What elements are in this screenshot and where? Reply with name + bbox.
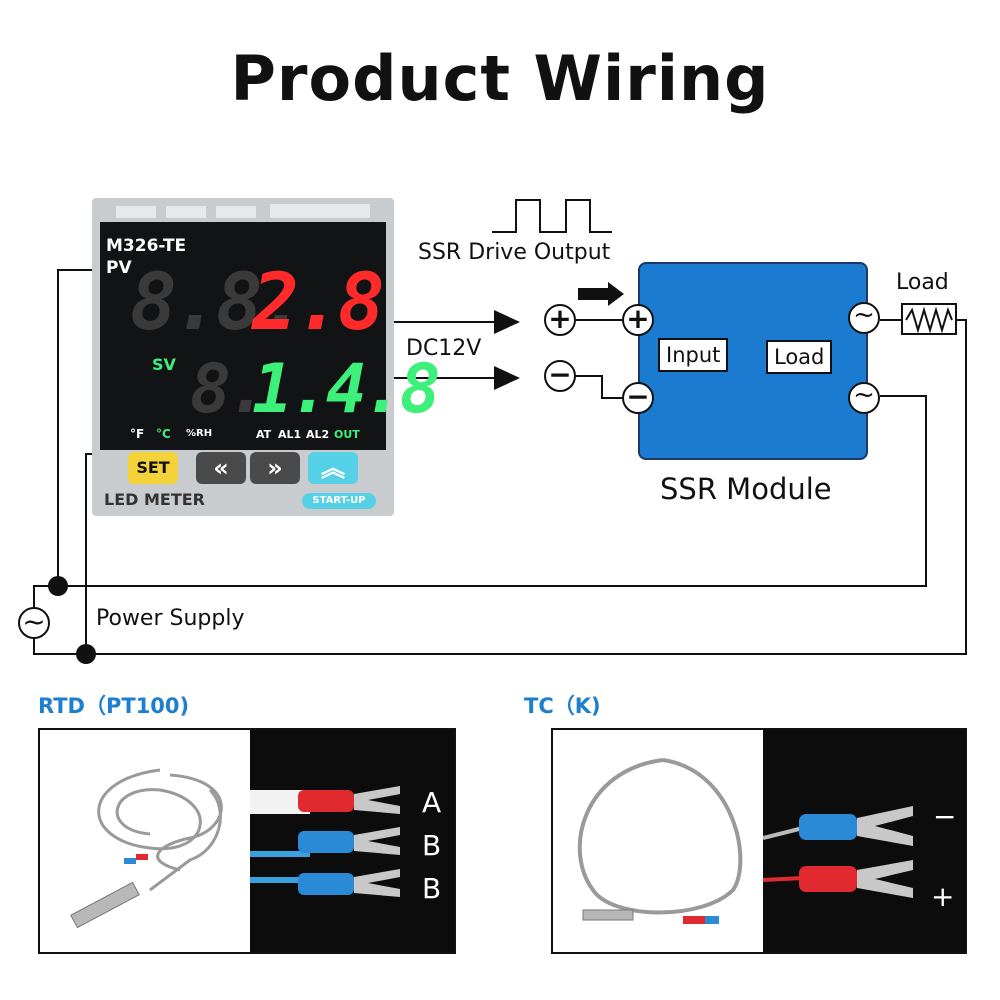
page-title: Product Wiring xyxy=(230,42,770,115)
shift-right-button[interactable]: » xyxy=(250,452,300,484)
rtd-title: RTD（PT100) xyxy=(38,694,190,718)
junction-dot xyxy=(76,644,96,664)
pulse-waveform xyxy=(492,199,612,233)
set-button[interactable]: SET xyxy=(128,452,178,484)
ssr-input-plus-terminal xyxy=(622,304,654,336)
unit-fahrenheit: °F xyxy=(130,427,145,441)
arrow-minus xyxy=(494,366,520,390)
ssr-load-ac-terminal-bottom xyxy=(848,382,880,414)
terminal-red xyxy=(799,866,857,892)
pv-label: PV xyxy=(106,258,132,278)
indicator-al1: AL1 xyxy=(278,428,302,441)
sv-dim-digits: 8. xyxy=(190,350,268,429)
rtd-probe-image xyxy=(70,768,223,929)
ssr-module-title: SSR Module xyxy=(660,472,832,506)
plus-terminal xyxy=(544,304,576,336)
terminal-blue xyxy=(298,873,354,895)
pv-value: 2.8 xyxy=(252,258,385,348)
plus-symbol: + xyxy=(548,302,572,335)
indicator-out: OUT xyxy=(334,428,360,441)
startup-label: START-UP xyxy=(302,493,376,509)
ssr-load-label: Load xyxy=(766,340,833,374)
rtd-pin-b1: B xyxy=(422,829,442,862)
pv-dim-digits: 8.8. xyxy=(130,258,306,348)
tc-title: TC（K) xyxy=(524,694,601,718)
ssr-input-label: Input xyxy=(658,338,729,372)
ssr-plus-symbol: + xyxy=(626,302,650,335)
tc-pin-minus: − xyxy=(933,800,957,833)
rtd-pin-a: A xyxy=(422,786,442,819)
power-ac-glyph: ~ xyxy=(22,605,46,638)
unit-celsius: °C xyxy=(156,427,171,441)
unit-rh: %RH xyxy=(186,428,213,439)
power-ac-symbol xyxy=(18,607,50,639)
sv-value: 1.4.8 xyxy=(252,350,441,429)
rtd-sensor-panel: A B B xyxy=(38,728,456,954)
controller-display xyxy=(100,222,386,450)
indicator-al2: AL2 xyxy=(306,428,330,441)
tc-pin-plus: + xyxy=(931,880,955,913)
arrow-plus xyxy=(494,310,520,334)
controller-vents xyxy=(116,204,370,218)
model-label: M326-TE xyxy=(106,236,187,256)
indicator-at: AT xyxy=(256,428,272,441)
ssr-input-minus-terminal xyxy=(622,382,654,414)
ssr-ac-symbol-top: ~ xyxy=(853,300,875,330)
terminal-blue xyxy=(799,814,857,840)
ssr-minus-symbol: − xyxy=(626,380,650,413)
up-button[interactable]: ︽ xyxy=(308,452,358,484)
rtd-terminals-photo: A B B xyxy=(250,730,454,952)
drive-arrow xyxy=(578,282,624,306)
rtd-pin-b2: B xyxy=(422,872,442,905)
minus-symbol: − xyxy=(548,358,572,391)
ssr-load-ac-terminal-top xyxy=(848,302,880,334)
terminal-red xyxy=(298,790,354,812)
dc12v-label: DC12V xyxy=(406,336,482,361)
ssr-ac-symbol-bottom: ~ xyxy=(853,380,875,410)
shift-left-button[interactable]: « xyxy=(196,452,246,484)
external-load-label: Load xyxy=(896,270,949,295)
power-supply-label: Power Supply xyxy=(96,606,245,631)
sv-label: SV xyxy=(152,355,176,374)
tc-sensor-panel: − + xyxy=(551,728,967,954)
brand-label: LED METER xyxy=(104,490,205,509)
ssr-drive-output-label: SSR Drive Output xyxy=(418,240,611,265)
tc-probe-image xyxy=(577,758,743,924)
junction-dot xyxy=(48,576,68,596)
minus-terminal xyxy=(544,360,576,392)
terminal-blue xyxy=(298,831,354,853)
tc-terminals-photo: − + xyxy=(763,730,965,952)
